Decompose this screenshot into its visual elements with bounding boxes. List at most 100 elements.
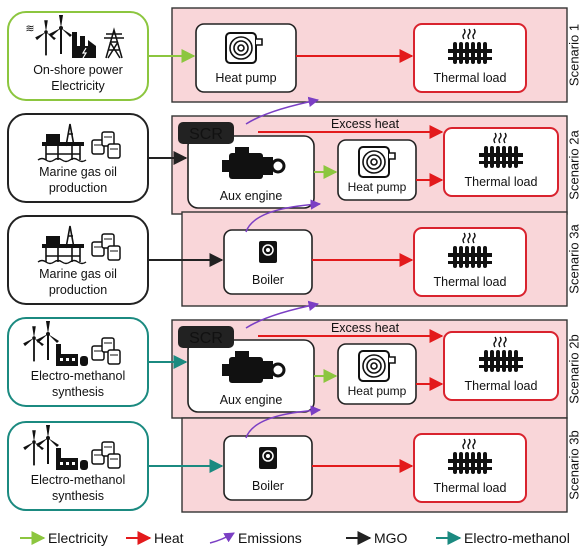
heat-pump-icon (358, 350, 396, 382)
engine-icon (222, 351, 286, 383)
aux-engine-box: Aux engine (187, 135, 315, 209)
heat-pump-icon (225, 32, 263, 64)
excess-heat-label: Excess heat (331, 321, 400, 335)
source-box: Electro-methanol synthesis (7, 421, 149, 511)
thermal-load-box: Thermal load (413, 433, 527, 503)
engine-icon (222, 147, 286, 179)
radiator-icon (448, 28, 492, 64)
source-box: Marine gas oil production (7, 113, 149, 203)
source-label-line1: Marine gas oil (39, 165, 117, 179)
source-label-line2: production (49, 181, 107, 195)
storage-tanks-icon (91, 233, 121, 261)
scenario-label: Scenario 3b (566, 430, 581, 499)
scenario-label: Scenario 3a (566, 224, 581, 294)
scr-badge: SCR (178, 122, 234, 144)
thermal-load-label: Thermal load (434, 275, 507, 289)
legend-label: Electricity (48, 530, 108, 546)
legend-label: Heat (154, 530, 184, 546)
emissions-arrow (245, 96, 320, 125)
chemical-plant-icon (56, 448, 88, 470)
radiator-icon (479, 132, 523, 168)
legend-item: Electro-methanol (436, 530, 570, 546)
aux-engine-label: Aux engine (220, 393, 283, 407)
legend-label: Electro-methanol (464, 530, 570, 546)
wind-symbol-icon: ≋ (25, 23, 34, 35)
wind-turbine-icon (36, 321, 59, 360)
scenario-row: Electro-methanol synthesis Scenario 3b Ther… (7, 405, 581, 513)
wind-turbine-icon (49, 15, 72, 54)
source-box: Electro-methanol synthesis (7, 317, 149, 407)
heat-pump-label: Heat pump (348, 180, 407, 194)
legend: Electricity Heat Emissions MGO Electro-metha… (20, 530, 570, 546)
legend-item: Emissions (209, 530, 302, 546)
thermal-load-box: Thermal load (443, 331, 559, 401)
emissions-arrow (245, 300, 320, 329)
scenario-label: Scenario 2b (566, 334, 581, 403)
thermal-load-label: Thermal load (465, 175, 538, 189)
emissions-arrow (245, 405, 322, 439)
scr-badge-frame (178, 122, 234, 144)
heat-pump-box: Heat pump (195, 23, 297, 93)
thermal-load-label: Thermal load (434, 71, 507, 85)
excess-heat-label: Excess heat (331, 117, 400, 131)
oil-platform-icon (37, 225, 87, 265)
factory-icon (72, 32, 96, 59)
storage-tanks-icon (91, 131, 121, 159)
boiler-label: Boiler (252, 479, 284, 493)
emissions-arrow (245, 199, 322, 233)
wind-turbine-icon (23, 430, 44, 466)
source-label-line2: synthesis (52, 385, 104, 399)
source-box: Marine gas oil production (7, 215, 149, 305)
scenario-label: Scenario 1 (566, 24, 581, 86)
boiler-icon (259, 241, 277, 263)
legend-item: MGO (346, 530, 408, 546)
boiler-box: Boiler (223, 229, 313, 295)
boiler-label: Boiler (252, 273, 284, 287)
legend-swatch (209, 532, 235, 544)
aux-engine-box: Aux engine (187, 339, 315, 413)
heat-pump-label: Heat pump (215, 71, 276, 85)
wind-turbine-icon (36, 425, 59, 464)
scr-label: SCR (189, 330, 223, 347)
boiler-icon (259, 447, 277, 469)
radiator-icon (448, 438, 492, 474)
storage-tanks-icon (91, 441, 121, 469)
scr-badge: SCR (178, 326, 234, 348)
source-label-line1: Electro-methanol (31, 473, 126, 487)
scr-label: SCR (189, 126, 223, 143)
legend-item: Heat (126, 530, 184, 546)
thermal-load-label: Thermal load (465, 379, 538, 393)
scenario-row: Marine gas oil production Scenario 3a Therm… (7, 199, 581, 307)
source-label-line1: On-shore power (33, 63, 123, 77)
thermal-load-label: Thermal load (434, 481, 507, 495)
thermal-load-box: Thermal load (413, 227, 527, 297)
scenario-row: Marine gas oil production Scenario 2a Therm… (7, 96, 581, 215)
legend-item: Electricity (20, 530, 108, 546)
heat-pump-box: Heat pump (337, 343, 417, 405)
source-label-line2: production (49, 283, 107, 297)
scenario-label: Scenario 2a (566, 130, 581, 200)
source-label-line1: Electro-methanol (31, 369, 126, 383)
scenario-row: Electro-methanol synthesis Scenario 2b Ther… (7, 300, 581, 419)
radiator-icon (479, 336, 523, 372)
heat-pump-icon (358, 146, 396, 178)
source-label-line2: synthesis (52, 489, 104, 503)
boiler-box: Boiler (223, 435, 313, 501)
scr-badge-frame (178, 326, 234, 348)
oil-platform-icon (37, 123, 87, 163)
thermal-load-box: Thermal load (443, 127, 559, 197)
legend-label: MGO (374, 530, 408, 546)
heat-pump-label: Heat pump (348, 384, 407, 398)
thermal-load-box: Thermal load (413, 23, 527, 93)
source-label-line1: Marine gas oil (39, 267, 117, 281)
radiator-icon (448, 232, 492, 268)
source-label-line2: Electricity (51, 79, 105, 93)
aux-engine-label: Aux engine (220, 189, 283, 203)
storage-tanks-icon (91, 337, 121, 365)
legend-label: Emissions (238, 530, 302, 546)
heat-pump-box: Heat pump (337, 139, 417, 201)
